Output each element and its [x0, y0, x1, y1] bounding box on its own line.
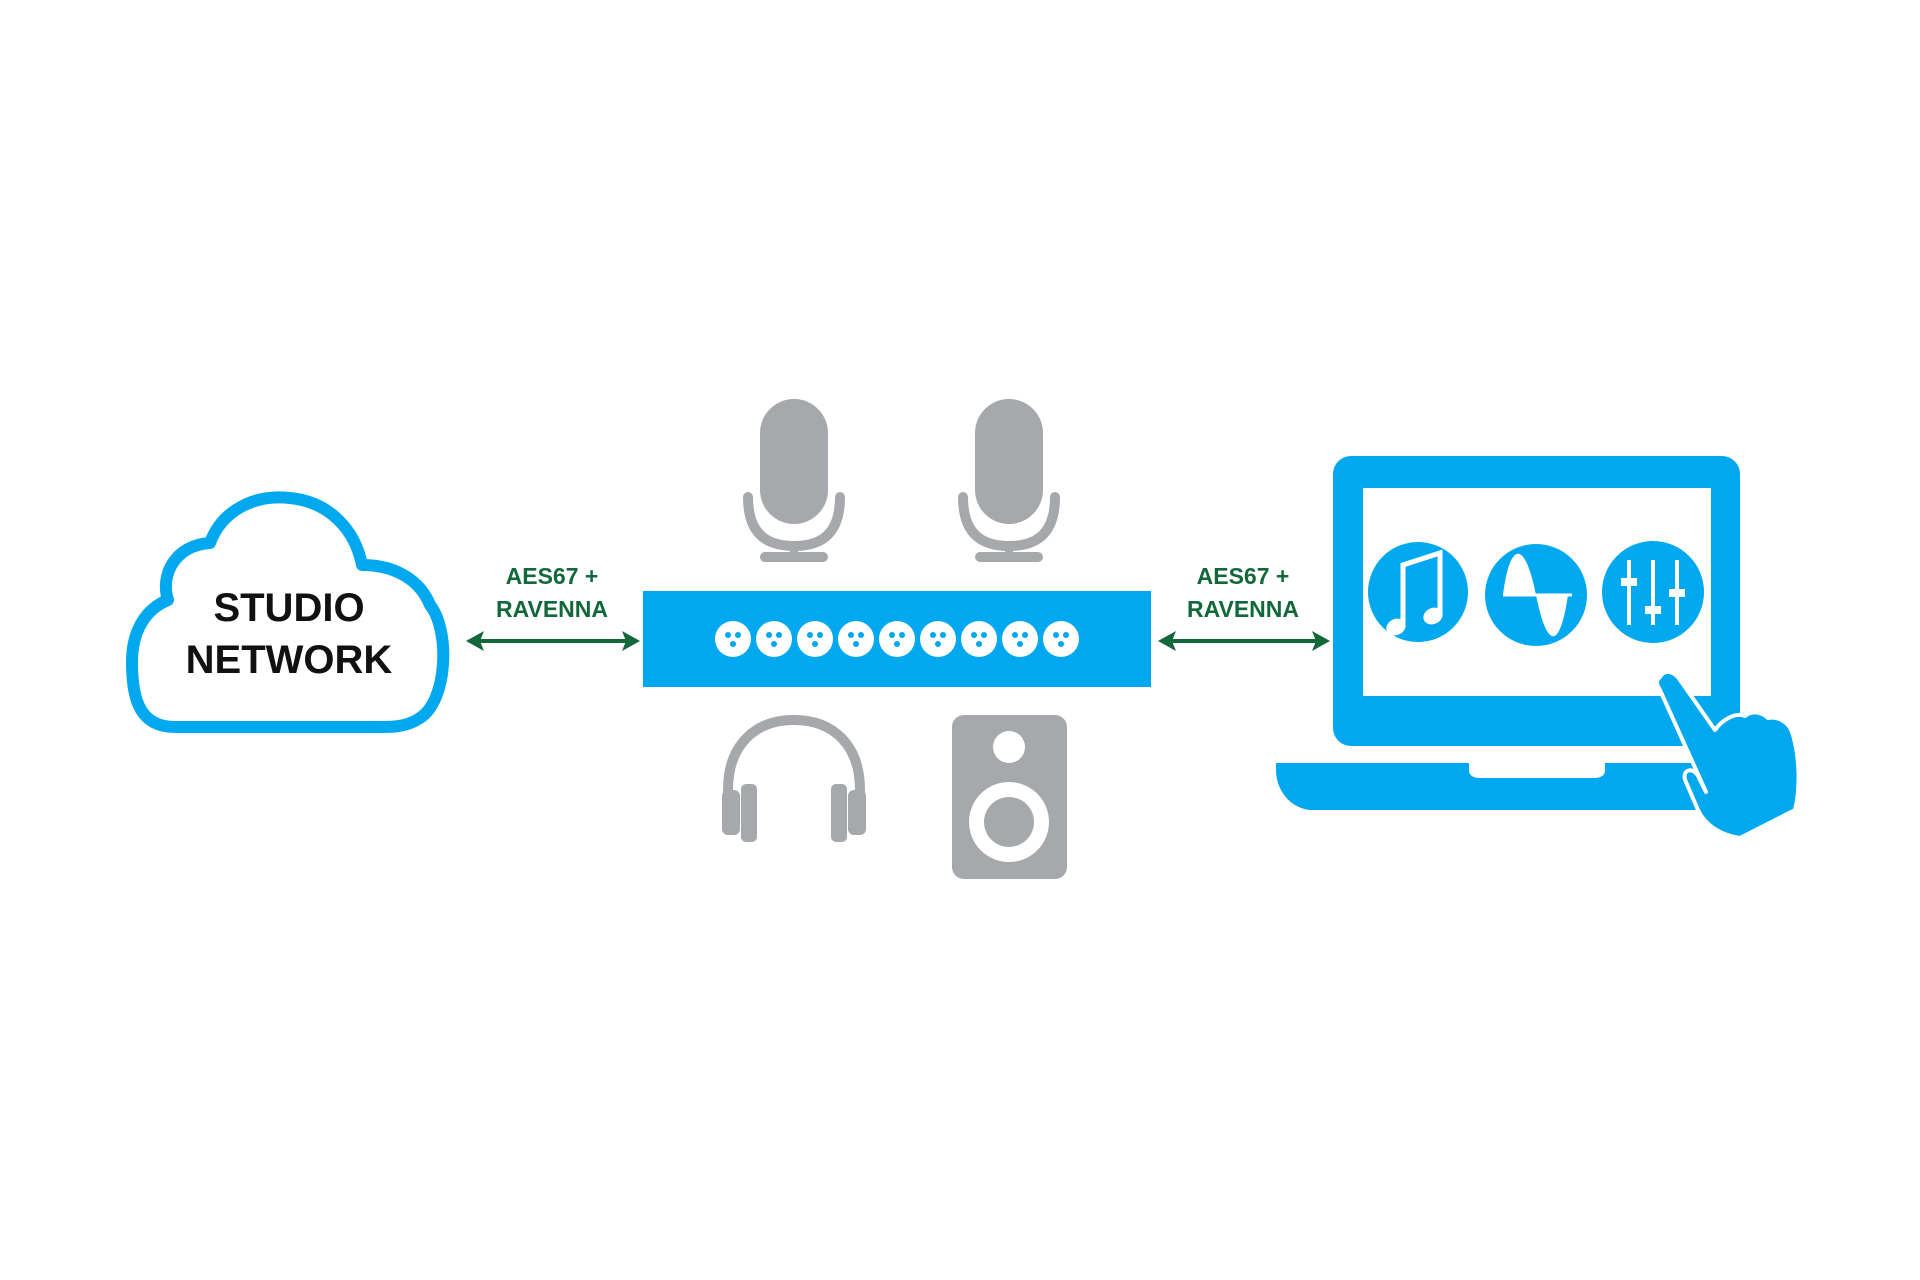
link-label-line1: AES67 + [506, 563, 599, 589]
xlr-connector-icon [920, 621, 956, 657]
speaker-icon [952, 715, 1067, 879]
pointing-hand-icon [1655, 669, 1801, 840]
audio-interface [643, 591, 1151, 687]
connector-row [715, 621, 1079, 657]
xlr-connector-icon [797, 621, 833, 657]
xlr-connector-icon [1002, 621, 1038, 657]
headphones-icon [722, 714, 866, 842]
link-interface-laptop: AES67 + RAVENNA [1158, 563, 1330, 651]
link-label-line2: RAVENNA [1187, 596, 1299, 622]
cloud-icon [126, 491, 450, 734]
laptop [1276, 456, 1801, 840]
mixer-faders-icon [1602, 541, 1704, 643]
link-label-line1: AES67 + [1197, 563, 1290, 589]
cloud-label-line2: NETWORK [186, 638, 393, 682]
studio-network-cloud: STUDIO NETWORK [126, 491, 450, 734]
music-note-icon [1368, 542, 1468, 642]
xlr-connector-icon [961, 621, 997, 657]
cloud-label-line1: STUDIO [213, 586, 364, 630]
xlr-connector-icon [1043, 621, 1079, 657]
waveform-icon [1485, 544, 1587, 646]
xlr-connector-icon [715, 621, 751, 657]
bidirectional-arrow-icon [1158, 631, 1330, 651]
xlr-connector-icon [838, 621, 874, 657]
xlr-connector-icon [756, 621, 792, 657]
xlr-connector-icon [879, 621, 915, 657]
link-cloud-interface: AES67 + RAVENNA [466, 563, 640, 651]
link-label-line2: RAVENNA [496, 596, 608, 622]
microphone-icon [958, 399, 1060, 562]
bidirectional-arrow-icon [466, 631, 640, 651]
microphone-icon [743, 399, 845, 562]
